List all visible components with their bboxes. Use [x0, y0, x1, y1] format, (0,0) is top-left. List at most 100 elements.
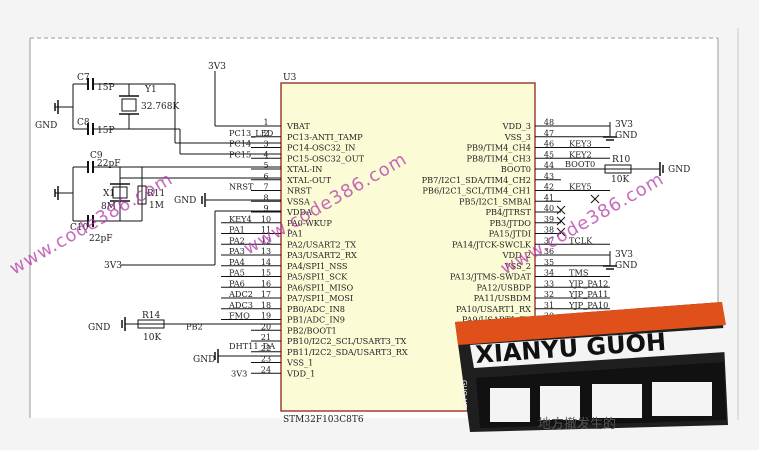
pin-number: 32 [544, 290, 554, 299]
pin-number: 8 [263, 193, 268, 202]
pin-number: 9 [263, 204, 268, 213]
pin-name: VSS_2 [504, 261, 531, 271]
pin-name: PB7/I2C1_SDA/TIM4_CH2 [422, 175, 531, 185]
pin-number: 6 [263, 172, 268, 181]
net-label: YJP_PA12 [568, 278, 608, 288]
pin-48: 48 VDD_3 [502, 118, 610, 131]
pin-number: 15 [261, 269, 271, 278]
pin-name: PA15/JTDI [489, 229, 531, 239]
pin-number: 23 [261, 355, 271, 364]
pin-number: 34 [544, 269, 554, 278]
net-label: FMQ [229, 311, 250, 321]
r14-value: 10K [143, 333, 161, 343]
pin-name: VBAT [286, 121, 310, 131]
r11-value: 1M [149, 201, 164, 211]
pin-number: 38 [544, 226, 554, 235]
pin-name: VSSA [286, 196, 310, 206]
r10-gnd: GND [668, 165, 690, 175]
mid-right-3v3: 3V3 [615, 250, 633, 260]
pin-number: 13 [261, 247, 271, 256]
y1-value: 32.768K [141, 102, 179, 112]
c7-value: 15P [97, 83, 115, 93]
net-label: BOOT0 [565, 159, 595, 169]
pin-17: 17 PA7/SPI1_MOSI ADC2 [221, 289, 353, 303]
pin-38: 38 PA15/JTDI [489, 226, 561, 239]
pin-number: 45 [544, 150, 554, 159]
pin-name: XTAL-IN [287, 164, 322, 174]
pin-name: VDD_2 [502, 250, 531, 260]
gnd-label-boot1: GND [88, 323, 110, 333]
pin-name: PC14-OSC32_IN [287, 143, 355, 153]
net-label: PB2 [186, 321, 203, 331]
net-label: PA5 [229, 268, 245, 278]
net-label: PC13_LED [229, 128, 274, 138]
net-label: DHT11_DA [229, 341, 275, 351]
pin-number: 18 [261, 301, 271, 310]
pin-number: 21 [261, 333, 271, 342]
pin-name: PA7/SPI1_MOSI [287, 293, 353, 303]
pin-name: PA13/JTMS-SWDAT [450, 272, 532, 282]
c10-ref: C10 [70, 223, 89, 233]
net-label: ADC2 [228, 289, 253, 299]
pin-name: VSS_1 [286, 358, 313, 368]
c9-ref: C9 [90, 151, 103, 161]
pin-number: 12 [261, 236, 271, 245]
pin-name: PB0/ADC_IN8 [287, 304, 345, 314]
pin-name: PB10/I2C2_SCL/USART3_TX [287, 336, 406, 346]
overlay-bottom-text: 地方撤发生的 [538, 416, 616, 432]
pin-name: VDD_1 [286, 368, 315, 378]
net-label: YJP_PA10 [568, 300, 608, 310]
pin-14: 14 PA4/SPI1_NSS PA4 [221, 257, 348, 271]
pin-33: 33 PA12/USBDP YJP_PA12 [477, 278, 610, 292]
pin-36: 36 VDD_2 [502, 247, 610, 260]
pin-name: PA6/SPI1_MISO [287, 282, 354, 292]
net-label: PA4 [229, 257, 245, 267]
pin-23: 23 VSS_1 [251, 355, 313, 368]
pin-name: PA1 [287, 229, 303, 239]
pin-name: PA4/SPI1_NSS [287, 261, 348, 271]
pin-number: 36 [544, 247, 554, 256]
pin-number: 35 [544, 258, 554, 267]
pin-name: PB1/ADC_IN9 [287, 315, 345, 325]
pin-number: 14 [261, 258, 271, 267]
pin-number: 17 [261, 290, 271, 299]
pin-name: PA12/USBDP [477, 282, 532, 292]
pin-number: 47 [544, 129, 554, 138]
pin-name: PB3/JTDO [489, 218, 531, 228]
overlay-product-photo: XIANYU GUOH GUO HE 地方撤发生的 [455, 302, 728, 432]
overlay-side-text: GUO HE [460, 380, 468, 408]
pin-number: 1 [263, 118, 268, 127]
pin-name: PA3/USART2_RX [287, 250, 357, 260]
right-power-nets: 3V3 GND R10 10K GND 3V3 GND [556, 120, 690, 271]
pin-name: NRST [287, 186, 312, 196]
r14-ref: R14 [142, 311, 161, 321]
net-label: KEY3 [569, 139, 592, 149]
pin-number: 46 [544, 140, 554, 149]
left-power-nets: GND 3V3 [104, 193, 281, 271]
vbat-3v3-label: 3V3 [208, 62, 226, 72]
net-label: NRST [229, 182, 254, 192]
pin-name: PB11/I2C2_SDA/USART3_RX [287, 347, 408, 357]
pin-number: 33 [544, 279, 554, 288]
top-right-gnd: GND [615, 131, 637, 141]
pin-35: 35 VSS_2 [504, 258, 610, 271]
pin-number: 48 [544, 118, 554, 127]
chip-part: STM32F103C8T6 [283, 415, 364, 425]
pin-name: VDD_3 [502, 121, 531, 131]
